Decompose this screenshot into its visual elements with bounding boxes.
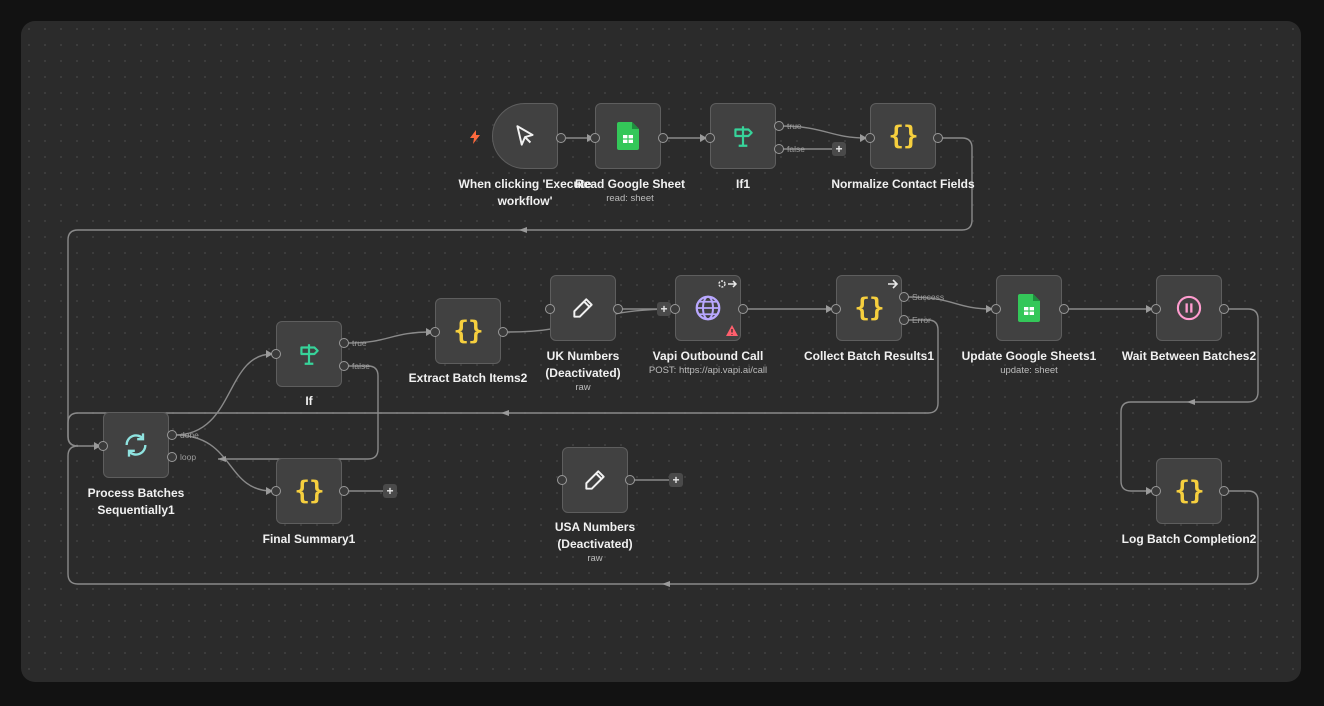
add-node-button[interactable]: + — [669, 473, 683, 487]
node-final-summary-label: Final Summary1 — [262, 532, 356, 546]
add-node-button[interactable]: + — [383, 484, 397, 498]
port-process-done[interactable] — [167, 430, 177, 440]
code-braces-icon: {} — [294, 476, 324, 506]
port-collect-error[interactable] — [899, 315, 909, 325]
node-log-label: Log Batch Completion2 — [1121, 532, 1257, 546]
port-if-false[interactable] — [339, 361, 349, 371]
pencil-icon — [585, 470, 605, 490]
code-braces-icon: {} — [453, 316, 483, 346]
google-sheets-icon — [1018, 294, 1040, 322]
port-read-out[interactable] — [658, 133, 668, 143]
port-process-in[interactable] — [98, 441, 108, 451]
signpost-icon — [300, 344, 319, 365]
node-collect-label: Collect Batch Results1 — [803, 349, 935, 363]
node-normalize[interactable]: {} — [870, 103, 936, 169]
node-uk-numbers-label: UK Numbers (Deactivated) — [545, 349, 621, 380]
port-label-success: Success — [912, 292, 945, 302]
port-if-in[interactable] — [271, 349, 281, 359]
node-usa-numbers-sub: raw — [587, 553, 603, 564]
node-if1[interactable] — [710, 103, 776, 169]
port-usa-out[interactable] — [625, 475, 635, 485]
add-node-button[interactable]: + — [657, 302, 671, 316]
port-read-in[interactable] — [590, 133, 600, 143]
node-update-sheets[interactable] — [996, 275, 1062, 341]
port-uk-in[interactable] — [545, 304, 555, 314]
code-braces-icon: {} — [888, 121, 918, 151]
node-normalize-label: Normalize Contact Fields — [831, 177, 975, 191]
port-if-true[interactable] — [339, 338, 349, 348]
node-collect[interactable]: {} — [836, 275, 902, 341]
port-extract-in[interactable] — [430, 327, 440, 337]
port-if1-false[interactable] — [774, 144, 784, 154]
node-process-batches-label: Process Batches Sequentially1 — [87, 486, 185, 517]
node-log[interactable]: {} — [1156, 458, 1222, 524]
node-update-sheets-sub: update: sheet — [1000, 365, 1058, 376]
port-uk-out[interactable] — [613, 304, 623, 314]
node-extract[interactable]: {} — [435, 298, 501, 364]
node-usa-numbers-label: USA Numbers (Deactivated) — [554, 520, 636, 551]
port-wait-in[interactable] — [1151, 304, 1161, 314]
bolt-icon — [470, 130, 480, 144]
warning-icon — [726, 325, 738, 336]
port-vapi-in[interactable] — [670, 304, 680, 314]
arrow-right-icon — [888, 279, 899, 289]
signpost-icon — [734, 126, 753, 147]
port-label-false: false — [352, 361, 370, 371]
port-normalize-in[interactable] — [865, 133, 875, 143]
node-process-batches[interactable] — [103, 412, 169, 478]
port-log-in[interactable] — [1151, 486, 1161, 496]
globe-icon — [695, 295, 721, 321]
port-label-true: true — [352, 338, 367, 348]
node-read-sheet-label: Read Google Sheet — [574, 177, 686, 191]
port-label-true: true — [787, 121, 802, 131]
node-read-sheet-sub: read: sheet — [606, 193, 654, 204]
port-log-out[interactable] — [1219, 486, 1229, 496]
node-wait-label: Wait Between Batches2 — [1121, 349, 1257, 363]
node-update-sheets-label: Update Google Sheets1 — [961, 349, 1097, 363]
pinned-output-icon — [718, 280, 738, 288]
port-extract-out[interactable] — [498, 327, 508, 337]
node-if[interactable] — [276, 321, 342, 387]
port-label-done: done — [180, 430, 199, 440]
port-collect-success[interactable] — [899, 292, 909, 302]
node-wait[interactable] — [1156, 275, 1222, 341]
port-update-out[interactable] — [1059, 304, 1069, 314]
port-label-false: false — [787, 144, 805, 154]
port-usa-in[interactable] — [557, 475, 567, 485]
pencil-icon — [573, 298, 593, 318]
port-collect-in[interactable] — [831, 304, 841, 314]
code-braces-icon: {} — [854, 293, 884, 323]
port-final-out[interactable] — [339, 486, 349, 496]
cursor-icon — [516, 125, 534, 146]
node-vapi-sub: POST: https://api.vapi.ai/call — [648, 365, 768, 376]
port-wait-out[interactable] — [1219, 304, 1229, 314]
node-usa-numbers[interactable] — [562, 447, 628, 513]
port-normalize-out[interactable] — [933, 133, 943, 143]
loop-icon — [125, 433, 147, 457]
port-update-in[interactable] — [991, 304, 1001, 314]
port-label-loop: loop — [180, 452, 197, 462]
port-if1-in[interactable] — [705, 133, 715, 143]
node-vapi-label: Vapi Outbound Call — [652, 349, 764, 363]
add-node-button[interactable]: + — [832, 142, 846, 156]
port-process-loop[interactable] — [167, 452, 177, 462]
node-uk-numbers-sub: raw — [575, 382, 591, 393]
port-trigger-out[interactable] — [556, 133, 566, 143]
port-label-error: Error — [912, 315, 931, 325]
node-read-sheet[interactable] — [595, 103, 661, 169]
node-if1-label: If1 — [735, 177, 750, 191]
port-vapi-out[interactable] — [738, 304, 748, 314]
node-extract-label: Extract Batch Items2 — [408, 371, 528, 385]
node-if-label: If — [305, 394, 313, 408]
port-final-in[interactable] — [271, 486, 281, 496]
pause-icon — [1176, 295, 1202, 321]
port-if1-true[interactable] — [774, 121, 784, 131]
node-trigger[interactable] — [492, 103, 558, 169]
node-trigger-label: When clicking 'Execute workflow' — [458, 177, 592, 208]
code-braces-icon: {} — [1174, 476, 1204, 506]
node-uk-numbers[interactable] — [550, 275, 616, 341]
node-final-summary[interactable]: {} — [276, 458, 342, 524]
google-sheets-icon — [617, 122, 639, 150]
